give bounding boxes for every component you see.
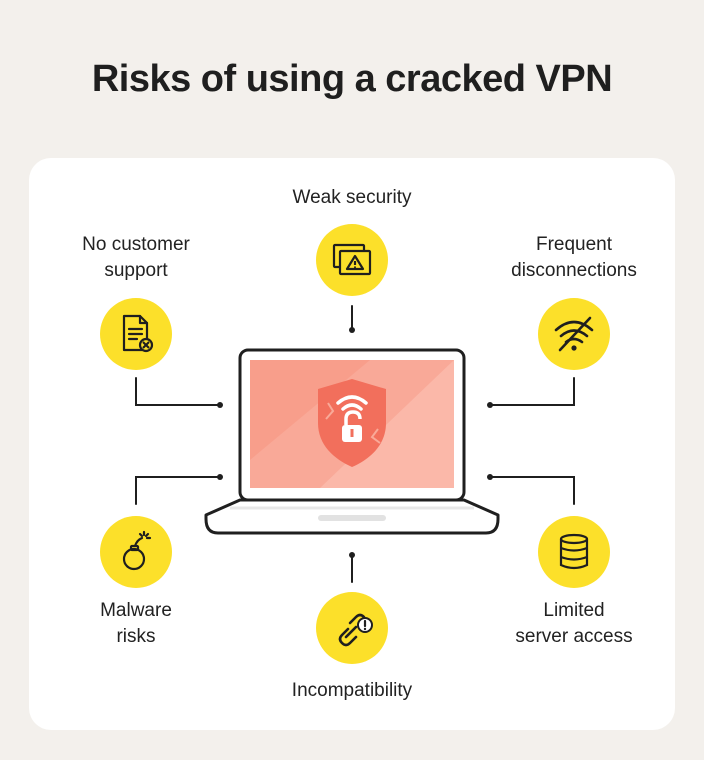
incompatibility-label: Incompatibility: [291, 680, 413, 701]
no-customer-support-circle: [100, 298, 172, 370]
malware-risks-label: Malware risks: [100, 600, 172, 647]
limited-server-access-circle: [538, 516, 610, 588]
frequent-disconnections-label: Frequent disconnections: [511, 234, 637, 281]
no-customer-support-label: No customer support: [82, 234, 190, 281]
document-error-icon: [122, 314, 154, 353]
limited-server-access-label: Limited server access: [515, 600, 633, 647]
frequent-disconnections-circle: [538, 298, 610, 370]
database-icon: [559, 533, 589, 570]
wifi-off-icon: [554, 316, 594, 352]
page-title: Risks of using a cracked VPN: [91, 58, 613, 100]
warning-window-icon: [332, 243, 372, 276]
weak-security-label: Weak security: [292, 187, 412, 208]
incompatibility-circle: [316, 592, 388, 664]
broken-link-icon: [338, 613, 373, 647]
malware-risks-circle: [100, 516, 172, 588]
bomb-icon: [122, 530, 152, 571]
laptop-broken-vpn-shield-icon: [204, 348, 500, 535]
weak-security-circle: [316, 224, 388, 296]
